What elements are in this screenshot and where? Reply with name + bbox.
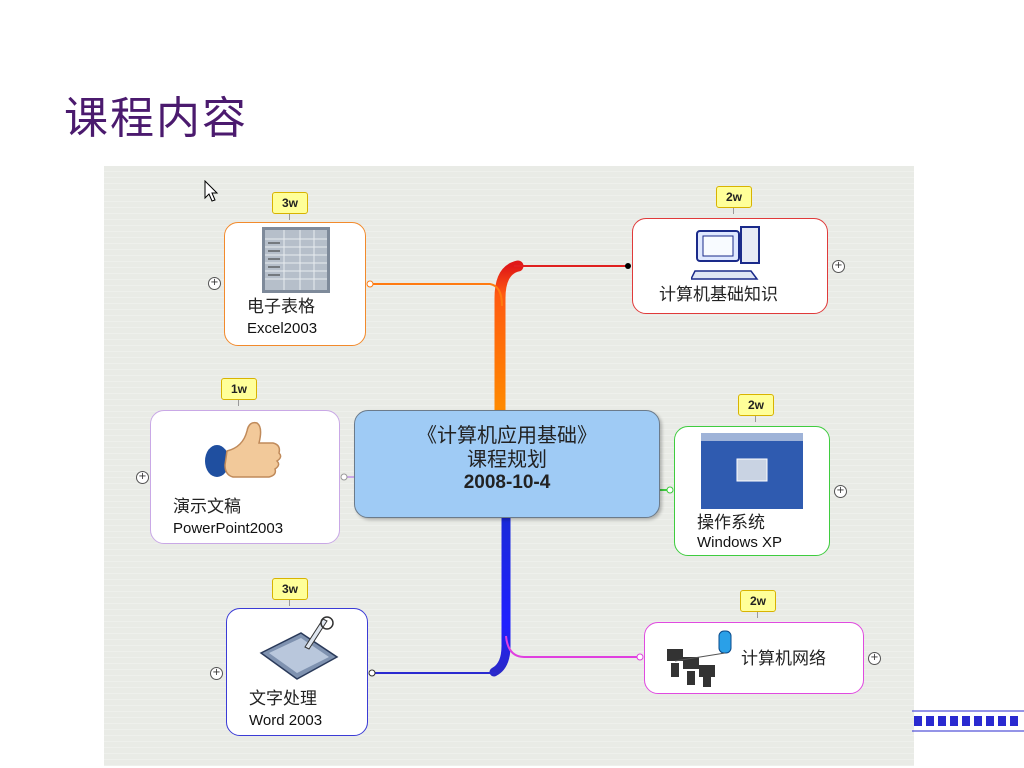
trunk-up xyxy=(494,260,524,416)
node-os[interactable]: 操作系统 Windows XP xyxy=(674,426,830,556)
network-icon xyxy=(667,630,732,687)
node-powerpoint-label: 演示文稿 xyxy=(173,497,241,517)
expand-os-icon[interactable]: + xyxy=(834,485,847,498)
duration-tag-network: 2w xyxy=(740,590,776,618)
mind-map-canvas[interactable]: 《计算机应用基础》 课程规划 2008-10-4 3w + 电子表格 Excel… xyxy=(104,166,914,766)
link-network xyxy=(505,635,640,658)
node-excel-label: 电子表格 xyxy=(247,297,315,317)
node-excel-sublabel: Excel2003 xyxy=(247,320,318,337)
node-powerpoint-sublabel: PowerPoint2003 xyxy=(173,520,284,537)
central-topic[interactable]: 《计算机应用基础》 课程规划 2008-10-4 xyxy=(354,410,660,518)
expand-excel-icon[interactable]: + xyxy=(208,277,221,290)
windows-screen-icon xyxy=(701,433,803,509)
mind-map-links xyxy=(340,260,674,677)
central-subtitle: 课程规划 xyxy=(467,447,547,471)
link-excel xyxy=(370,283,503,307)
decorative-logo xyxy=(912,710,1024,732)
node-word[interactable]: 文字处理 Word 2003 xyxy=(226,608,368,736)
spreadsheet-icon xyxy=(262,227,330,293)
thumbs-up-icon xyxy=(205,421,282,478)
node-os-label: 操作系统 xyxy=(697,513,765,533)
expand-basics-icon[interactable]: + xyxy=(832,260,845,273)
duration-tag-word: 3w xyxy=(272,578,308,606)
expand-powerpoint-icon[interactable]: + xyxy=(136,471,149,484)
node-word-sublabel: Word 2003 xyxy=(249,712,323,729)
mouse-cursor-icon xyxy=(204,180,219,202)
trunk-down xyxy=(489,511,511,677)
node-word-label: 文字处理 xyxy=(249,689,317,709)
duration-tag-basics: 2w xyxy=(716,186,752,214)
pen-tablet-icon xyxy=(259,616,339,680)
node-excel[interactable]: 电子表格 Excel2003 xyxy=(224,222,366,346)
duration-tag-excel: 3w xyxy=(272,192,308,220)
duration-tag-powerpoint: 1w xyxy=(221,378,257,406)
node-powerpoint[interactable]: 演示文稿 PowerPoint2003 xyxy=(150,410,340,544)
central-title: 《计算机应用基础》 xyxy=(417,423,597,447)
expand-word-icon[interactable]: + xyxy=(210,667,223,680)
duration-tag-os: 2w xyxy=(738,394,774,422)
node-basics[interactable]: 计算机基础知识 xyxy=(632,218,828,314)
node-network[interactable]: 计算机网络 xyxy=(644,622,864,694)
computer-icon xyxy=(691,226,760,280)
expand-network-icon[interactable]: + xyxy=(868,652,881,665)
node-basics-label: 计算机基础知识 xyxy=(659,285,778,305)
node-os-sublabel: Windows XP xyxy=(697,534,783,551)
node-network-label: 计算机网络 xyxy=(741,649,826,669)
central-date: 2008-10-4 xyxy=(463,472,551,493)
slide-title: 课程内容 xyxy=(64,93,248,144)
